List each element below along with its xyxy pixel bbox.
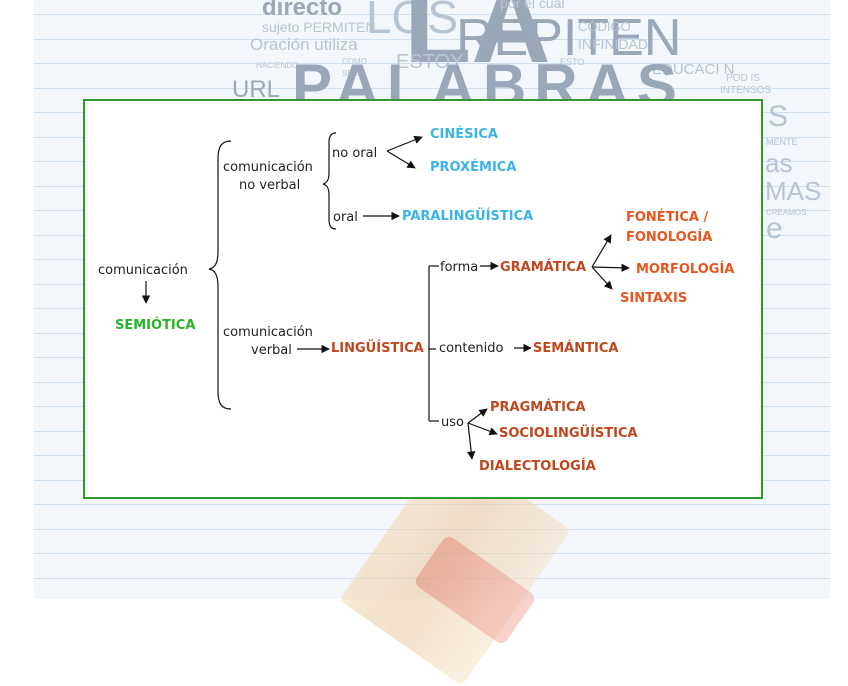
no-verbal-label-line1: comunicación	[223, 160, 313, 175]
wc-word: MAS	[765, 178, 821, 204]
wc-word: INTENSOS	[720, 86, 771, 96]
oral-label: oral	[333, 210, 358, 225]
fonetica-label-line2: FONOLOGÍA	[626, 229, 712, 245]
paralinguistica-label: PARALINGÜÍSTICA	[402, 208, 533, 224]
verbal-label-line1: comunicación	[223, 325, 313, 340]
semiotica-label: SEMIÓTICA	[115, 317, 195, 333]
forma-label: forma	[440, 260, 478, 275]
arrow-to-sintaxis	[592, 267, 612, 289]
arrow-to-dialectologia	[468, 423, 472, 459]
arrow-to-morfologia	[592, 267, 629, 268]
wc-word: S	[768, 102, 788, 132]
cinesica-label: CINÉSICA	[430, 126, 498, 142]
sintaxis-label: SINTAXIS	[620, 291, 687, 306]
root-label: comunicación	[98, 263, 188, 278]
fonetica-label-line1: FONÉTICA /	[626, 209, 709, 225]
arrow-to-sociolinguistica	[468, 423, 497, 434]
arrow-to-proxemica	[387, 151, 415, 168]
dialectologia-label: DIALECTOLOGÍA	[479, 458, 596, 474]
main-brace	[209, 141, 231, 409]
arrow-to-fonetica	[592, 235, 611, 267]
arrow-to-pragmatica	[468, 409, 487, 423]
semiotics-diagram: comunicación SEMIÓTICA comunicación no v…	[85, 101, 765, 501]
no-oral-label: no oral	[332, 146, 377, 161]
wc-word: directo	[262, 0, 342, 20]
contenido-label: contenido	[439, 341, 504, 356]
semantica-label: SEMÁNTICA	[533, 340, 618, 356]
proxemica-label: PROXÉMICA	[430, 159, 516, 175]
morfologia-label: MORFOLOGÍA	[636, 261, 734, 277]
sociolinguistica-label: SOCIOLINGÜÍSTICA	[499, 425, 638, 441]
wc-word: CÓDIGO	[578, 20, 631, 33]
wc-word: MENTE	[766, 138, 798, 147]
pragmatica-label: PRAGMÁTICA	[490, 399, 586, 415]
wc-word: Oración utiliza	[250, 36, 358, 53]
wc-word: as	[765, 150, 792, 176]
no-verbal-label-line2: no verbal	[239, 178, 300, 193]
wc-word: e	[766, 214, 783, 244]
uso-label: uso	[441, 415, 464, 430]
linguistica-label: LINGÜÍSTICA	[331, 340, 424, 356]
wc-word: POD IS	[726, 74, 760, 84]
diagram-frame: comunicación SEMIÓTICA comunicación no v…	[83, 99, 763, 499]
arrow-to-cinesica	[387, 137, 422, 151]
wc-word: INFINIDAD	[578, 37, 648, 51]
verbal-label-line2: verbal	[251, 343, 292, 358]
gramatica-label: GRAMÁTICA	[500, 259, 586, 275]
wc-word: sujeto PERMITEN	[262, 20, 376, 34]
